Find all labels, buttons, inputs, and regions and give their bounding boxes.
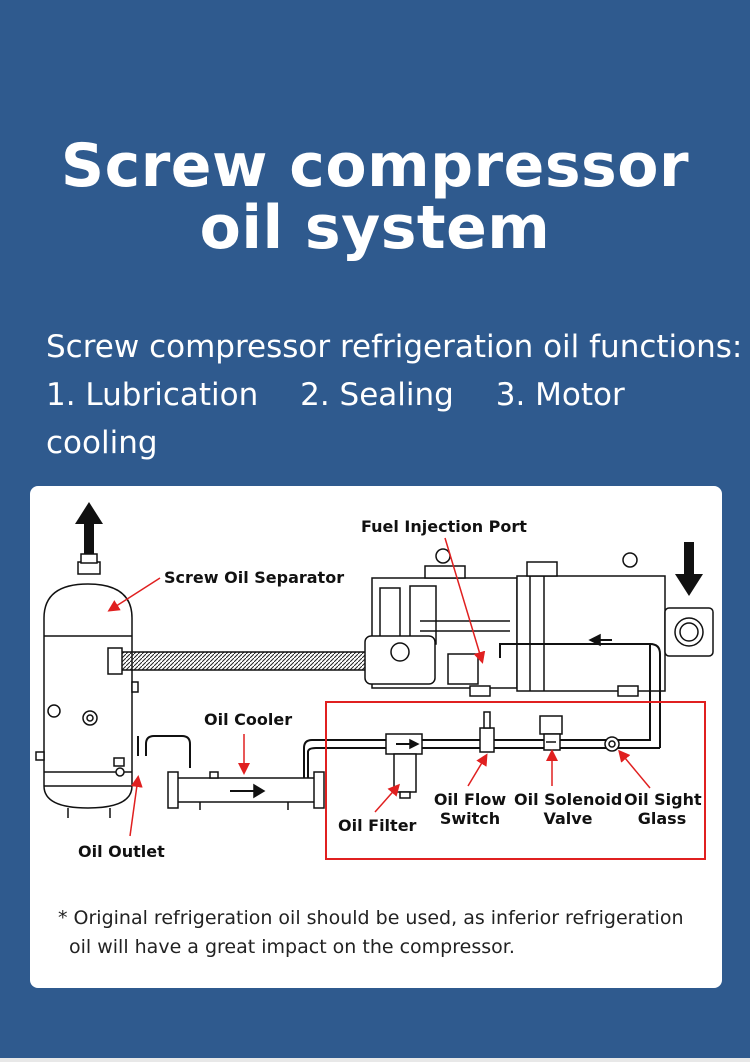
discharge-pipe — [119, 651, 376, 671]
label-oil-outlet: Oil Outlet — [78, 842, 165, 861]
oil-flow-switch — [479, 711, 495, 753]
discharge-arrow-icon — [75, 502, 103, 560]
label-screw-oil-separator: Screw Oil Separator — [164, 568, 345, 587]
oil-supply-pipe — [303, 739, 650, 778]
bottom-divider — [0, 1058, 750, 1062]
page-title: Screw compressor oil system — [0, 135, 750, 259]
function-sealing: 2. Sealing — [300, 377, 454, 413]
function-motor-cooling: 3. Motor cooling — [46, 377, 625, 461]
screw-compressor — [364, 548, 714, 697]
function-lubrication: 1. Lubrication — [46, 377, 259, 413]
label-fuel-injection-port: Fuel Injection Port — [361, 517, 527, 536]
label-oil-sight-glass: Oil Sight Glass — [624, 790, 702, 828]
label-pointers — [107, 537, 651, 837]
oil-cooler — [167, 771, 325, 810]
label-oil-filter: Oil Filter — [338, 816, 417, 835]
diagram-card: Fuel Injection Port Screw Oil Separator … — [30, 486, 722, 988]
oil-quality-note: * Original refrigeration oil should be u… — [58, 904, 698, 962]
oil-sight-glass — [604, 736, 620, 752]
label-oil-solenoid-valve: Oil Solenoid Valve — [514, 790, 623, 828]
label-oil-cooler: Oil Cooler — [204, 710, 293, 729]
intro-section: Screw compressor refrigeration oil funct… — [46, 323, 750, 467]
title-line-1: Screw compressor — [60, 131, 690, 201]
note-line-2: oil will have a great impact on the comp… — [69, 936, 515, 958]
oil-solenoid-valve — [539, 715, 563, 751]
oil-system-diagram — [35, 502, 714, 860]
note-line-1: * Original refrigeration oil should be u… — [58, 907, 684, 929]
oil-filter — [385, 733, 423, 799]
title-line-2: oil system — [199, 193, 551, 263]
label-oil-flow-switch: Oil Flow Switch — [433, 790, 507, 828]
intro-heading: Screw compressor refrigeration oil funct… — [46, 329, 743, 365]
oil-line-highlight-box — [325, 701, 706, 860]
suction-arrow-icon — [675, 542, 703, 596]
function-list: 1. Lubrication 2. Sealing 3. Motor cooli… — [46, 371, 750, 467]
oil-separator-vessel — [35, 553, 139, 818]
